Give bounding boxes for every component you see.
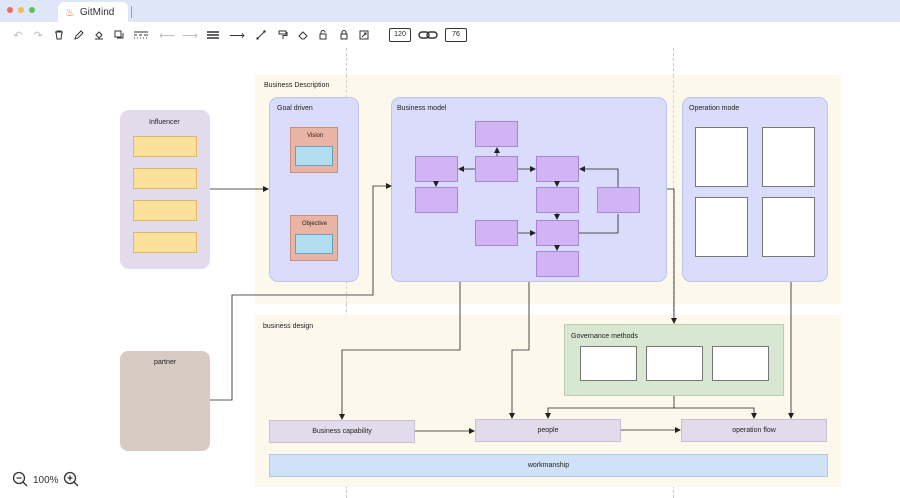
vision-content[interactable]	[295, 146, 333, 166]
zoom-in-icon[interactable]	[63, 471, 79, 490]
goal-driven-label: Goal driven	[277, 105, 313, 112]
business-description-label: Business Description	[264, 82, 330, 89]
operation-mode-label: Operation mode	[689, 105, 740, 112]
influencer-item[interactable]	[133, 200, 197, 221]
fit-icon[interactable]	[357, 28, 371, 42]
arrow-line-icon[interactable]: ⟶	[229, 29, 245, 42]
fill-icon[interactable]	[92, 28, 106, 42]
height-input[interactable]: 76	[445, 28, 467, 42]
zoom-out-icon[interactable]	[12, 471, 28, 490]
model-node[interactable]	[536, 251, 579, 277]
tab-title: GitMind	[79, 6, 115, 18]
model-node[interactable]	[597, 187, 640, 213]
lock-icon[interactable]	[337, 28, 351, 42]
business-design-label: business design	[263, 323, 314, 330]
governance-card[interactable]	[646, 346, 703, 381]
line-weight-icon[interactable]	[206, 28, 220, 42]
influencer-item[interactable]	[133, 168, 197, 189]
arrow-right-icon[interactable]: ⟶	[182, 29, 198, 42]
minimize-window-button[interactable]	[18, 7, 24, 13]
shadow-icon[interactable]	[112, 28, 126, 42]
model-node[interactable]	[536, 187, 579, 213]
format-painter-icon[interactable]	[276, 28, 290, 42]
width-input[interactable]: 120	[389, 28, 411, 42]
influencer-item[interactable]	[133, 136, 197, 157]
tab-divider	[131, 6, 132, 18]
maximize-window-button[interactable]	[29, 7, 35, 13]
partner-panel[interactable]	[120, 351, 210, 451]
close-window-button[interactable]	[7, 7, 13, 13]
business-capability-label: Business capability	[312, 428, 372, 435]
pen-icon[interactable]	[72, 28, 86, 42]
model-node[interactable]	[415, 187, 458, 213]
link-size-icon[interactable]	[418, 28, 438, 42]
redo-icon[interactable]: ↷	[33, 29, 43, 42]
workmanship-node[interactable]: workmanship	[269, 454, 828, 477]
unlock-icon[interactable]	[316, 28, 330, 42]
operation-card[interactable]	[695, 127, 748, 187]
gitmind-logo-icon: ♨	[65, 6, 75, 19]
partner-label: partner	[154, 359, 177, 366]
connector-icon[interactable]	[254, 28, 268, 42]
title-bar: ♨ GitMind	[0, 0, 900, 22]
people-label: people	[537, 427, 559, 434]
objective-content[interactable]	[295, 234, 333, 254]
eraser-icon[interactable]	[296, 28, 310, 42]
operation-card[interactable]	[762, 127, 815, 187]
objective-label: Objective	[302, 221, 328, 227]
business-model-label: Business model	[397, 105, 447, 112]
model-node[interactable]	[536, 220, 579, 246]
operation-card[interactable]	[762, 197, 815, 257]
undo-icon[interactable]: ↶	[13, 29, 23, 42]
delete-icon[interactable]	[52, 28, 66, 42]
influencer-label: Influencer	[149, 119, 180, 126]
zoom-level: 100%	[33, 474, 59, 486]
business-capability-node[interactable]: Business capability	[269, 420, 415, 443]
people-node[interactable]: people	[475, 419, 621, 442]
model-node[interactable]	[475, 156, 518, 182]
operation-flow-node[interactable]: operation flow	[681, 419, 827, 442]
model-node[interactable]	[475, 220, 518, 246]
toolbar: ↶ ↷ ⟵ ⟶ ⟶ 120 76	[0, 22, 900, 48]
influencer-item[interactable]	[133, 232, 197, 253]
operation-flow-label: operation flow	[732, 427, 776, 434]
arrow-left-icon[interactable]: ⟵	[159, 29, 175, 42]
governance-methods-label: Governance methods	[571, 333, 638, 340]
model-node[interactable]	[415, 156, 458, 182]
model-node[interactable]	[536, 156, 579, 182]
governance-card[interactable]	[580, 346, 637, 381]
governance-card[interactable]	[712, 346, 769, 381]
dash-line-icon[interactable]	[134, 28, 148, 42]
document-tab[interactable]: ♨ GitMind	[58, 2, 128, 22]
model-node[interactable]	[475, 121, 518, 147]
vision-label: Vision	[307, 133, 324, 139]
page-guide	[673, 75, 674, 304]
workmanship-label: workmanship	[527, 462, 570, 469]
zoom-control: 100%	[12, 471, 79, 489]
operation-card[interactable]	[695, 197, 748, 257]
